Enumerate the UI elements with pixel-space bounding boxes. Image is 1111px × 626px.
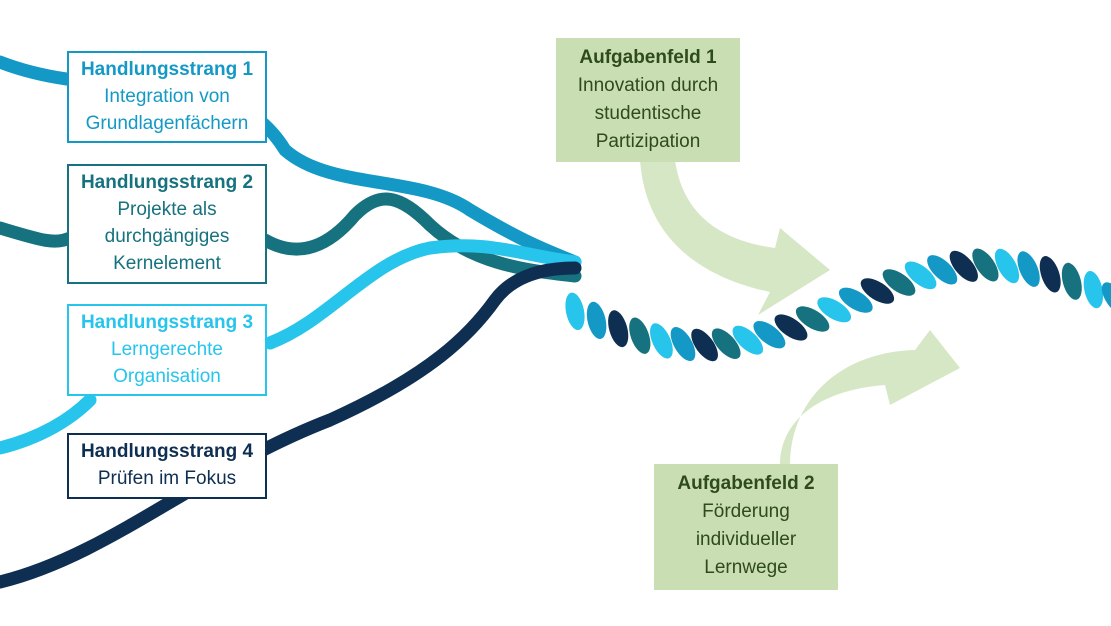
aufgabenfeld-2-title: Aufgabenfeld 2 [677,473,815,494]
aufgabenfeld-1-line-3: Partizipation [595,131,701,152]
strand-line-4 [0,261,582,589]
handlungsstrang-2-title: Handlungsstrang 2 [80,172,254,193]
handlungsstrang-3-line-2: Organisation [113,366,221,387]
rope-segment [1101,282,1111,316]
aufgabenfeld-2-line-1: Förderung [702,501,790,522]
rope-segment [817,297,852,323]
aufgabenfeld-1-box: Aufgabenfeld 1 Innovation durch studenti… [556,38,740,162]
aufgabenfeld-2-box: Aufgabenfeld 2 Förderung individueller L… [654,464,838,590]
handlungsstrang-3-title: Handlungsstrang 3 [80,312,254,333]
rope-segment [650,323,673,359]
rope-segment [586,301,607,340]
handlungsstrang-4-box: Handlungsstrang 4 Prüfen im Fokus [67,433,267,499]
arrow-aufgabenfeld-2 [780,330,960,465]
handlungsstrang-4-title: Handlungsstrang 4 [80,441,254,462]
rope-segment [670,326,696,362]
handlungsstrang-3-box: Handlungsstrang 3 Lerngerechte Organisat… [67,304,267,396]
aufgabenfeld-2-line-3: Lernwege [704,557,788,578]
handlungsstrang-2-line-3: Kernelement [113,253,221,274]
rope-segment [608,310,629,348]
rope-segment [882,269,916,296]
rope-segment [904,261,937,290]
rope-segment [1061,262,1082,300]
rope-segment [972,248,999,282]
strand-line-3 [0,239,582,455]
handlungsstrang-1-title: Handlungsstrang 1 [80,59,254,80]
arrow-aufgabenfeld-1 [640,160,830,315]
rope-segment [732,325,764,355]
aufgabenfeld-1-line-1: Innovation durch [577,75,719,96]
rope-segment [927,255,958,285]
handlungsstrang-1-line-1: Integration von [104,86,230,107]
rope-segment [1017,251,1040,287]
rope-segment [691,328,718,362]
rope-segment [629,317,651,354]
rope-segment [994,248,1020,284]
handlungsstrang-2-box: Handlungsstrang 2 Projekte als durchgäng… [67,164,267,284]
rope-segment [949,250,978,282]
rope-segment [860,278,895,304]
rope-segment [753,321,786,349]
rope-segment [565,292,585,331]
aufgabenfeld-2-line-2: individueller [695,529,797,550]
aufgabenfeld-1-line-2: studentische [594,103,702,124]
aufgabenfeld-1-title: Aufgabenfeld 1 [579,47,717,68]
rope-segment [711,328,741,360]
rope-segment [795,306,830,332]
strand-line-2 [0,192,582,283]
handlungsstrang-2-line-1: Projekte als [117,199,217,220]
handlungsstrang-3-line-1: Lerngerechte [111,339,223,360]
rope-segment [774,314,808,341]
handlungsstrang-2-line-2: durchgängiges [104,226,230,247]
handlungsstrang-4-line-1: Prüfen im Fokus [97,468,237,489]
rope-segment [1083,270,1104,309]
rope-segment [838,287,873,313]
handlungsstrang-1-line-2: Grundlagenfächern [85,113,249,134]
rope-segment [1039,256,1061,293]
handlungsstrang-1-box: Handlungsstrang 1 Integration von Grundl… [67,51,267,143]
braided-rope [565,248,1111,362]
